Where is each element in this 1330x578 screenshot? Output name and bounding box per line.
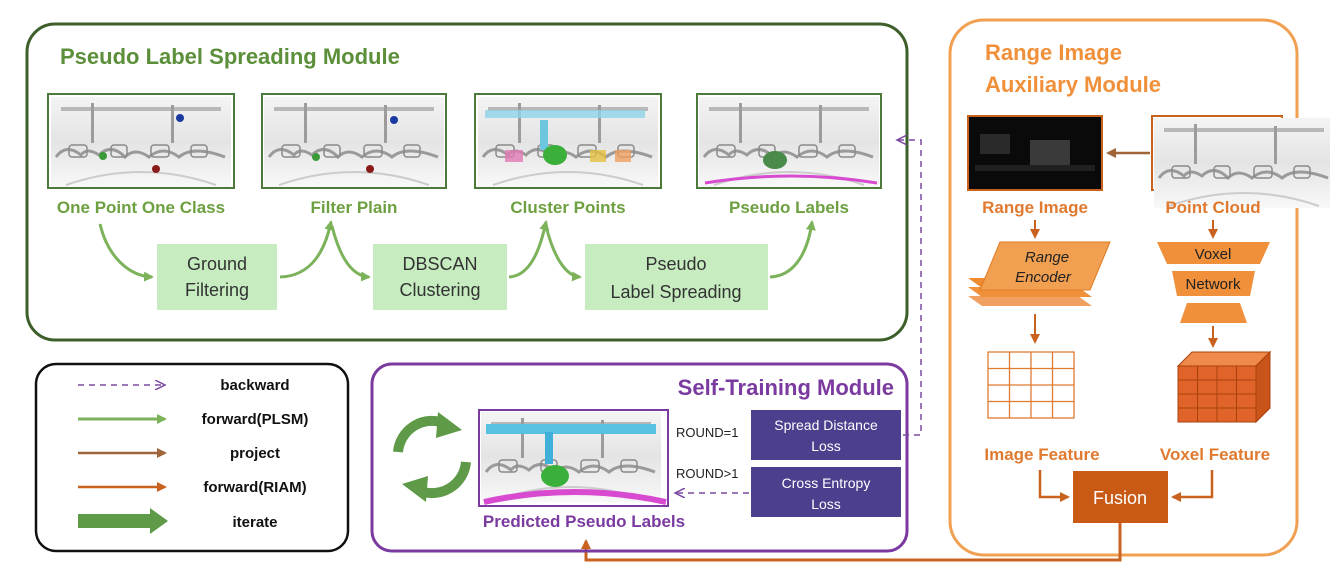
legend-forward-riam-label: forward(RIAM) <box>203 479 306 496</box>
image-feature-caption: Image Feature <box>984 445 1099 464</box>
voxel-feature-caption: Voxel Feature <box>1160 445 1270 464</box>
step-dbscan-line2: Clustering <box>399 280 480 300</box>
riam-module-border <box>948 18 1299 557</box>
riam-title-line2: Auxiliary Module <box>985 72 1161 97</box>
voxel-network: Voxel Network <box>1157 242 1270 323</box>
loss2-line1: Cross Entropy <box>782 475 871 491</box>
range-encoder: Range Encoder <box>968 241 1111 306</box>
voxel-feature-cube <box>1176 350 1272 424</box>
legend-items: backward forward(PLSM) project forward(R… <box>78 377 308 534</box>
step-pseudo-label-spreading: Pseudo Label Spreading <box>585 244 768 310</box>
stm-module-border <box>370 362 909 553</box>
stage-caption-cluster-points: Cluster Points <box>510 198 625 217</box>
step-spread-line2: Label Spreading <box>610 282 741 302</box>
stm-title: Self-Training Module <box>678 375 894 400</box>
spread-distance-loss-box: Spread Distance Loss <box>751 410 901 460</box>
stage-caption-one-point: One Point One Class <box>57 198 225 217</box>
step-dbscan-clustering: DBSCAN Clustering <box>373 244 507 310</box>
legend-backward-label: backward <box>220 377 289 394</box>
legend-forward-plsm-label: forward(PLSM) <box>202 411 309 428</box>
plsm-forward-arrows <box>98 220 816 282</box>
step-ground-line1: Ground <box>187 254 247 274</box>
encoder-label-line1: Range <box>1025 249 1069 266</box>
riam-title-line1: Range Image <box>985 40 1122 65</box>
range-image-picture <box>967 115 1103 191</box>
stage-caption-pseudo-labels: Pseudo Labels <box>729 198 849 217</box>
image-feature-to-fusion <box>1038 470 1070 502</box>
stage-image-pseudo-labels <box>696 93 882 189</box>
plsm-title: Pseudo Label Spreading Module <box>60 44 400 69</box>
image-feature-grid <box>987 351 1075 419</box>
legend-project-label: project <box>230 445 280 462</box>
fusion-label: Fusion <box>1093 488 1147 508</box>
encoder-label-line2: Encoder <box>1015 269 1072 286</box>
step-dbscan-line1: DBSCAN <box>402 254 477 274</box>
loss1-line2: Loss <box>811 438 841 454</box>
stage-caption-filter-plain: Filter Plain <box>311 198 398 217</box>
step-spread-line1: Pseudo <box>645 254 706 274</box>
legend-iterate-label: iterate <box>232 514 277 531</box>
stage-image-one-point <box>47 93 235 189</box>
step-ground-filtering: Ground Filtering <box>157 244 277 310</box>
stage-image-cluster-points <box>474 93 662 189</box>
network-label: Network <box>1185 276 1241 293</box>
predicted-pseudo-labels-picture <box>478 409 669 507</box>
iterate-cycle-icon <box>393 412 471 502</box>
legend-iterate-arrow <box>78 508 168 534</box>
cross-entropy-loss-box: Cross Entropy Loss <box>751 467 901 517</box>
step-ground-line2: Filtering <box>185 280 249 300</box>
range-image-caption: Range Image <box>982 198 1088 217</box>
point-cloud-picture <box>1151 115 1330 210</box>
legend-box <box>34 362 350 553</box>
round2-label: ROUND>1 <box>676 466 739 481</box>
voxel-label: Voxel <box>1195 246 1232 263</box>
stage-image-filter-plain <box>261 93 447 189</box>
point-cloud-caption: Point Cloud <box>1165 198 1260 217</box>
predicted-caption: Predicted Pseudo Labels <box>483 512 685 531</box>
fusion-box <box>1073 471 1168 523</box>
voxel-feature-to-fusion <box>1171 470 1214 502</box>
loss2-line2: Loss <box>811 496 841 512</box>
backward-arrow-to-pseudo-labels <box>897 140 922 436</box>
loss1-line1: Spread Distance <box>774 417 878 433</box>
round1-label: ROUND=1 <box>676 425 739 440</box>
plsm-module-border <box>25 22 909 342</box>
